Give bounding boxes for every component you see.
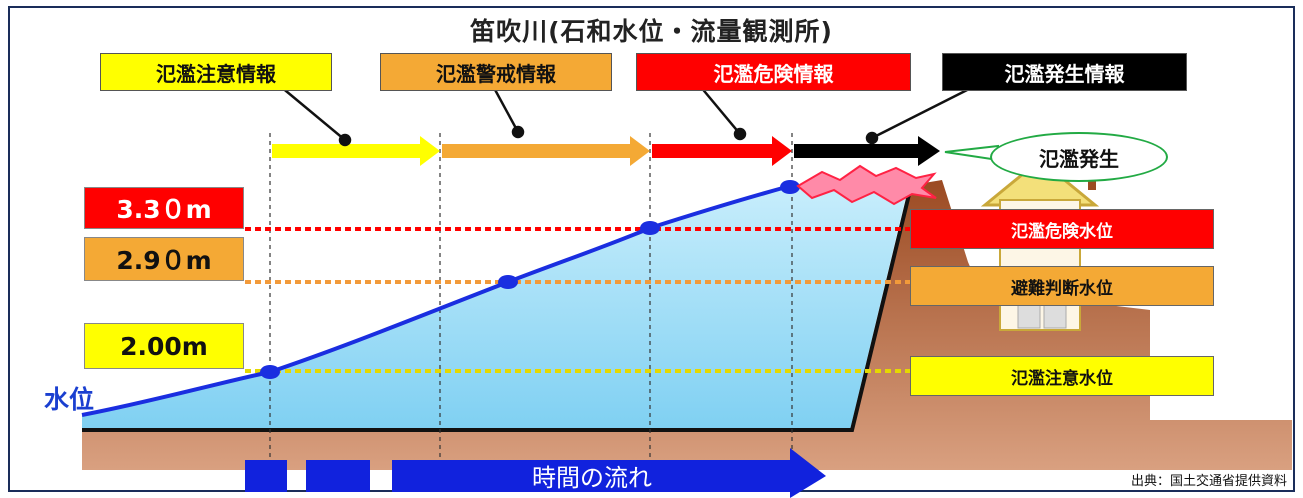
label-pointers — [279, 84, 976, 147]
water-level-label: 水位 — [44, 385, 95, 414]
overflow-callout: 氾濫発生 — [990, 132, 1168, 182]
time-arrow — [245, 448, 826, 498]
level-box-danger: 3.3０m — [84, 187, 244, 229]
info-label-occurred: 氾濫発生情報 — [942, 53, 1187, 91]
overflow-burst-icon — [796, 164, 937, 206]
sign-caution-level: 氾濫注意水位 — [910, 356, 1214, 396]
river-bed — [82, 180, 1292, 470]
riverbed-edge — [82, 181, 914, 432]
info-label-caution: 氾濫注意情報 — [100, 53, 332, 91]
water-level-line — [81, 184, 791, 417]
sign-danger-level: 氾濫危険水位 — [910, 209, 1214, 249]
level-box-evacuation: 2.9０m — [84, 237, 244, 281]
info-arrows — [272, 136, 940, 166]
sign-evacuation-level: 避難判断水位 — [910, 266, 1214, 306]
info-label-warning: 氾濫警戒情報 — [380, 53, 612, 91]
source-credit: 出典：国土交通省提供資料 — [1130, 474, 1287, 489]
info-label-danger: 氾濫危険情報 — [636, 53, 911, 91]
level-box-caution: 2.00m — [84, 323, 244, 369]
water-level-markers — [260, 180, 800, 379]
time-flow-label: 時間の流れ — [532, 464, 652, 492]
diagram-title: 笛吹川(石和水位・流量観測所) — [470, 17, 833, 46]
